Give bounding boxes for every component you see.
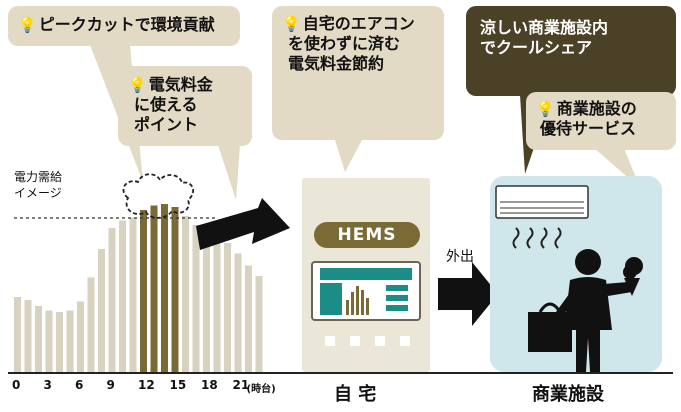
hems-screen-row: [386, 295, 408, 301]
hems-screen-panel: [320, 283, 342, 315]
chart-bar: [98, 249, 105, 372]
chart-label: 電力需給 イメージ: [14, 170, 62, 201]
peak-cloud: [122, 173, 195, 219]
lightbulb-icon: 💡: [128, 76, 147, 94]
bubble-text: 電気料金: [148, 75, 213, 94]
arrow-right-icon: [196, 198, 290, 250]
x-tick-label: 6: [75, 378, 84, 392]
bubble-tail-points: [218, 145, 240, 200]
bubble-text: ピークカットで環境貢献: [38, 15, 215, 34]
shopping-bag-icon: [528, 302, 572, 352]
x-tick-label: 3: [43, 378, 52, 392]
home-label: 自 宅: [334, 384, 377, 405]
chart-bar: [213, 235, 221, 372]
chart-bar: [203, 229, 210, 372]
chart-label-line: イメージ: [14, 185, 62, 200]
window: [400, 336, 410, 346]
window: [325, 336, 335, 346]
x-tick-label: 21: [232, 378, 250, 392]
chart-bar: [224, 243, 231, 372]
chart-bar: [129, 217, 137, 372]
chart-bar: [14, 297, 21, 372]
x-tick-label: 0: [12, 378, 21, 392]
chart-bar: [245, 265, 252, 372]
x-tick-label: 15: [169, 378, 187, 392]
hems-screen-row: [386, 305, 408, 311]
airflow-icon: [526, 227, 534, 249]
x-tick-suffix: (時台): [246, 384, 276, 395]
person-icon: [556, 249, 632, 372]
peak-bar: [140, 210, 147, 372]
bubble-cool-share: 涼しい商業施設内 でクールシェア: [466, 6, 676, 96]
chart-bar: [66, 310, 74, 372]
hems-badge: HEMS: [314, 222, 420, 248]
bubble-text: 自宅のエアコン: [302, 14, 415, 33]
chart-bar: [192, 225, 200, 372]
bubble-text: 電気料金節約: [288, 54, 385, 73]
airflow-icon: [554, 227, 562, 249]
x-tick-label: 18: [201, 378, 218, 392]
chart-bar: [56, 312, 63, 372]
hems-bar: [346, 300, 349, 315]
chart-bar: [108, 228, 116, 372]
chart-bar: [234, 253, 242, 372]
airflow-icon: [540, 227, 548, 249]
bubble-peak-cut: 💡ピークカットで環境貢献: [8, 6, 240, 46]
chart-bar: [35, 306, 42, 372]
x-tick-label: 9: [106, 378, 115, 392]
chart-bar: [87, 277, 95, 372]
lightbulb-icon: 💡: [282, 15, 301, 33]
chart-bar: [119, 220, 126, 372]
bubble-text: 涼しい商業施設内: [480, 18, 609, 37]
lightbulb-icon: 💡: [18, 16, 37, 34]
bubble-tail-ac: [335, 140, 362, 172]
arrow-right-icon: [438, 262, 498, 326]
chart-bar: [45, 310, 53, 372]
airflow-icon: [512, 227, 520, 249]
chart-label-line: 電力需給: [14, 170, 63, 184]
bubble-text: に使える: [134, 95, 198, 114]
bubble-text: ポイント: [134, 115, 199, 134]
hems-screen-header: [320, 268, 412, 280]
bubble-benefits: 💡商業施設の 優待サービス: [526, 92, 676, 150]
lightbulb-icon: 💡: [536, 100, 555, 118]
hems-bar: [356, 286, 359, 315]
hems-bar: [366, 298, 369, 315]
window: [350, 336, 360, 346]
peak-bar: [161, 204, 168, 372]
peak-bar: [150, 205, 158, 372]
chart-bar: [77, 301, 84, 372]
bubble-home-ac: 💡自宅のエアコン を使わずに済む 電気料金節約: [272, 6, 444, 140]
chart-bar: [255, 276, 263, 372]
window: [375, 336, 385, 346]
ice-cream-icon: [623, 257, 643, 296]
hems-bar: [351, 292, 354, 315]
peak-bar: [171, 207, 179, 372]
shop-label: 商業施設: [532, 384, 604, 405]
hems-bar: [361, 290, 364, 315]
hems-screen-row: [386, 285, 408, 291]
bubble-text: 優待サービス: [540, 119, 637, 138]
bubble-text: 商業施設の: [556, 99, 637, 118]
chart-bar: [182, 216, 189, 372]
chart-bars: [14, 204, 263, 372]
go-out-label: 外出: [446, 249, 474, 265]
bubble-text: でクールシェア: [480, 38, 593, 57]
x-tick-label: 12: [138, 378, 155, 392]
chart-bar: [24, 300, 32, 372]
bubble-text: を使わずに済む: [288, 34, 401, 53]
bubble-points: 💡電気料金 に使える ポイント: [118, 66, 252, 146]
